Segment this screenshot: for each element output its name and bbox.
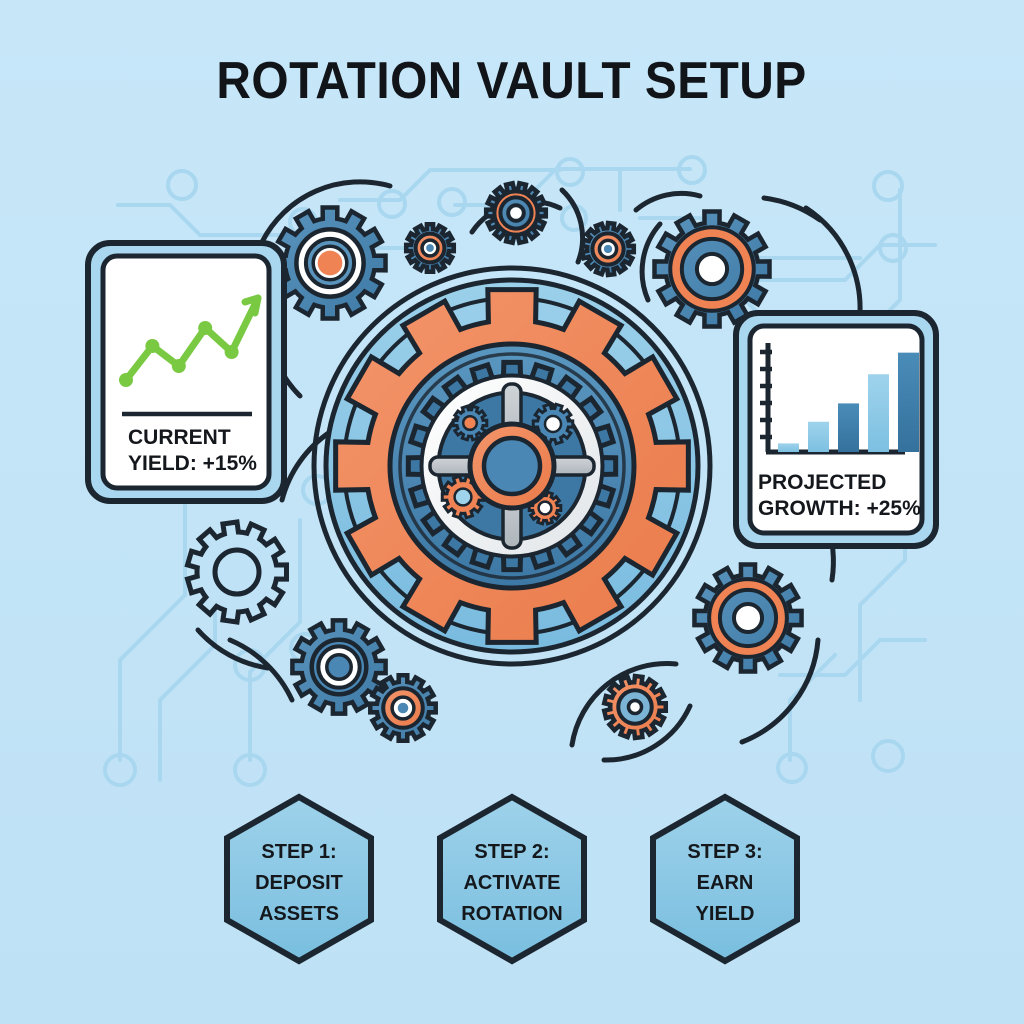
current-yield-card[interactable]: CURRENT YIELD: +15% <box>85 240 287 504</box>
gear-top-left-large[interactable] <box>272 205 388 321</box>
step-2-line2: ACTIVATE <box>463 872 560 894</box>
step-hexagon-2[interactable]: STEP 2: ACTIVATE ROTATION <box>437 793 587 965</box>
gear-bottom-center[interactable] <box>601 673 669 741</box>
growth-bar <box>808 421 829 452</box>
step-1-line3: ASSETS <box>259 903 339 925</box>
step-1-line2: DEPOSIT <box>255 872 343 894</box>
step-3-line2: EARN <box>697 872 754 894</box>
page-title-text: ROTATION VAULT SETUP <box>216 51 806 109</box>
step-hexagon-1[interactable]: STEP 1: DEPOSIT ASSETS <box>224 793 374 965</box>
growth-bar <box>868 374 889 452</box>
yield-data-point <box>119 373 133 387</box>
steps-row: STEP 1: DEPOSIT ASSETS STEP 2: ACTIVATE … <box>224 793 800 965</box>
micro-gear <box>531 402 575 446</box>
step-3-line1: STEP 3: <box>687 841 762 863</box>
gear-bottom-right[interactable] <box>692 562 804 674</box>
step-2-line1: STEP 2: <box>474 841 549 863</box>
gear-bottom-small[interactable] <box>368 673 438 743</box>
central-vault-mechanism[interactable] <box>311 265 713 667</box>
growth-bar <box>778 443 799 452</box>
yield-data-point <box>171 359 186 373</box>
vault-hub[interactable] <box>467 421 557 511</box>
gear-top-small-b[interactable] <box>579 220 637 278</box>
vault-interior-micro-gears <box>440 402 575 526</box>
micro-gear <box>527 490 563 526</box>
step-1-line1: STEP 1: <box>261 841 336 863</box>
gear-top-right-large[interactable] <box>652 209 772 329</box>
yield-data-point <box>145 339 160 353</box>
yield-data-point <box>198 321 213 335</box>
micro-gear <box>451 404 489 442</box>
yield-line-chart <box>119 294 262 387</box>
page-title: ROTATION VAULT SETUP <box>216 51 806 109</box>
growth-bar-chart <box>760 343 919 455</box>
projected-growth-label-line2: GROWTH: +25% <box>758 497 921 520</box>
current-yield-label-line2: YIELD: +15% <box>128 452 257 475</box>
gear-left-outline[interactable] <box>184 519 289 625</box>
current-yield-label-line1: CURRENT <box>128 426 231 449</box>
projected-growth-card[interactable]: PROJECTED GROWTH: +25% <box>733 310 939 549</box>
decorative-gear-layer <box>184 180 804 743</box>
yield-data-point <box>224 345 239 359</box>
step-2-line3: ROTATION <box>461 903 562 925</box>
gear-top-center[interactable] <box>483 180 549 246</box>
gear-bottom-left[interactable] <box>290 618 388 716</box>
projected-growth-label-line1: PROJECTED <box>758 471 886 494</box>
step-3-line3: YIELD <box>696 903 755 925</box>
gear-top-small-a[interactable] <box>403 221 457 275</box>
growth-bar <box>898 352 919 452</box>
step-hexagon-3[interactable]: STEP 3: EARN YIELD <box>650 793 800 965</box>
growth-bar <box>838 403 859 452</box>
